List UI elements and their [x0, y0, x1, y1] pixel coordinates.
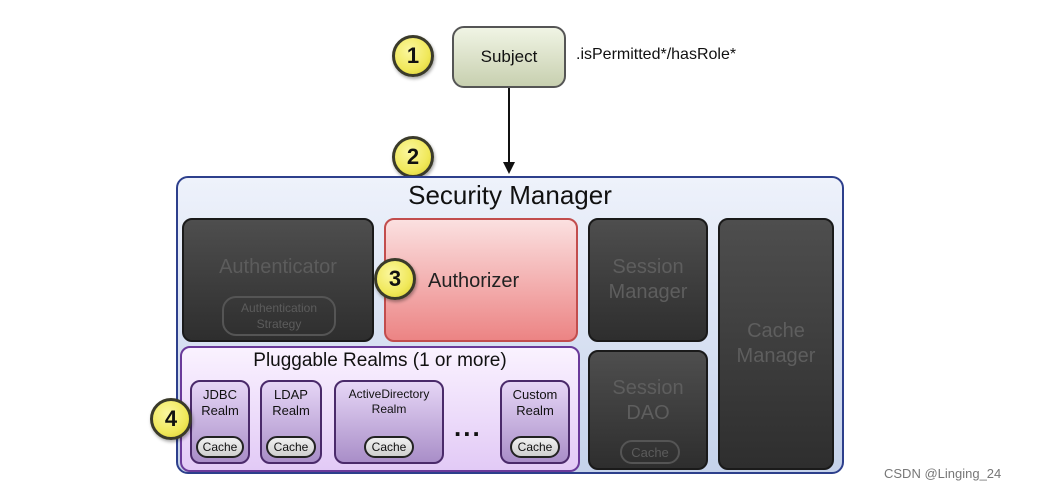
session-manager-label: Session Manager — [608, 256, 688, 303]
activedirectory-realm-node: ActiveDirectory Realm — [334, 380, 444, 464]
subject-node: Subject — [452, 26, 566, 88]
jdbc-realm-cache: Cache — [196, 436, 244, 458]
session-manager-node: Session Manager — [588, 218, 708, 342]
session-dao-node: Session DAO — [588, 350, 708, 470]
more-realms-ellipsis: ... — [454, 412, 482, 442]
security-manager-title: Security Manager — [408, 180, 612, 210]
ldap-realm-cache: Cache — [266, 436, 316, 458]
subject-label: Subject — [480, 47, 538, 66]
activedirectory-realm-cache: Cache — [364, 436, 414, 458]
authenticator-node — [182, 218, 374, 342]
ldap-realm-label: LDAP Realm — [272, 387, 310, 418]
step-3-badge: 3 — [374, 258, 416, 300]
jdbc-realm-label: JDBC Realm — [201, 387, 239, 418]
step-2-badge: 2 — [392, 136, 434, 178]
session-dao-cache: Cache — [620, 440, 680, 464]
cache-manager-node: Cache Manager — [718, 218, 834, 470]
authorizer-node — [384, 218, 578, 342]
cache-manager-label: Cache Manager — [736, 320, 816, 367]
authenticator-label: Authenticator — [219, 256, 337, 278]
pluggable-realms-title: Pluggable Realms (1 or more) — [253, 350, 507, 371]
activedirectory-realm-label: ActiveDirectory Realm — [348, 387, 430, 416]
step-1-badge: 1 — [392, 35, 434, 77]
custom-realm-cache: Cache — [510, 436, 560, 458]
authentication-strategy-node: Authentication Strategy — [222, 296, 336, 336]
custom-realm-label: Custom Realm — [512, 387, 558, 418]
authorizer-label: Authorizer — [428, 270, 520, 292]
step-4-badge: 4 — [150, 398, 192, 440]
subject-method-call: .isPermitted*/hasRole* — [576, 46, 737, 63]
session-dao-label: Session DAO — [612, 377, 684, 424]
watermark-text: CSDN @Linging_24 — [884, 466, 1002, 481]
